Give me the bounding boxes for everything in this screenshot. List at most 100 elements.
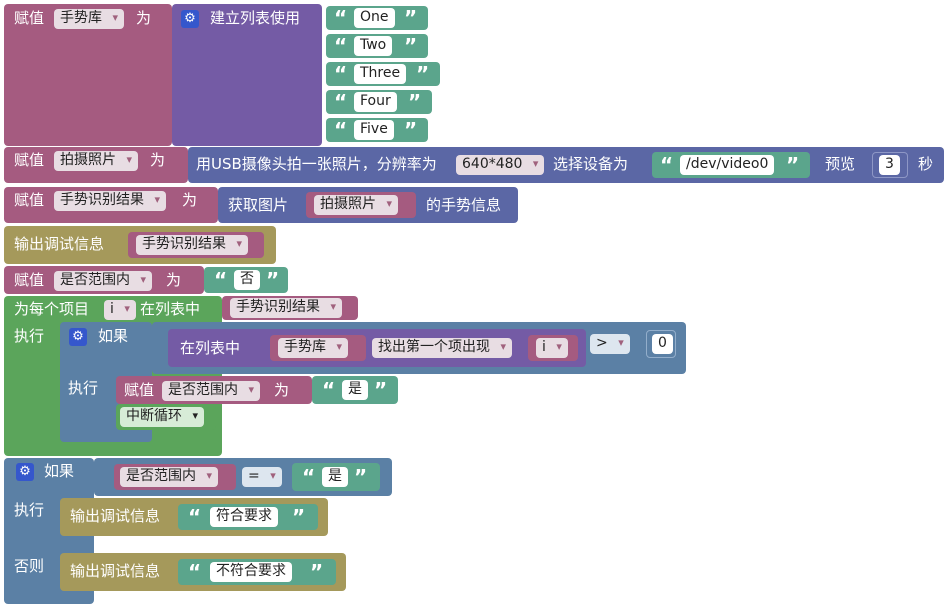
debug-output-label: 输出调试信息 [14, 235, 105, 253]
quote-open-icon: “ [334, 34, 348, 58]
create-list-label: 建立列表使用 [210, 9, 301, 27]
quote-close-icon: ” [374, 378, 388, 402]
break-mode-dropdown[interactable]: 中断循环 [120, 407, 204, 427]
break-loop-block[interactable]: 中断循环 [116, 404, 216, 430]
quote-open-icon: “ [660, 153, 674, 177]
zero-number-block[interactable]: 0 [646, 330, 676, 358]
create-list-block[interactable]: ⚙ 建立列表使用 [172, 4, 322, 146]
quote-close-icon: ” [416, 62, 430, 86]
device-path-text[interactable]: “ /dev/video0 ” [652, 152, 810, 178]
text-field[interactable]: /dev/video0 [680, 155, 775, 175]
photo-var-block[interactable]: 拍摄照片 [306, 192, 416, 218]
do-label: 执行 [68, 379, 99, 397]
operator-dropdown[interactable]: > [590, 334, 630, 354]
var-photo-dropdown[interactable]: 拍摄照片 [54, 151, 138, 171]
resolution-dropdown[interactable]: 640*480 [456, 155, 545, 175]
print-gesture-result-block[interactable]: 输出调试信息 手势识别结果 [4, 226, 276, 264]
quote-open-icon: “ [334, 118, 348, 142]
foreach-list-var-block[interactable]: 手势识别结果 [222, 296, 358, 320]
text-field[interactable]: Two [354, 36, 393, 56]
text-field[interactable]: 符合要求 [210, 507, 278, 527]
number-field[interactable]: 3 [879, 155, 900, 175]
quote-open-icon: “ [334, 90, 348, 114]
to-label: 为 [182, 191, 198, 209]
assign-label: 赋值 [124, 381, 155, 399]
quote-close-icon: ” [354, 465, 368, 489]
compare-gt-block[interactable]: 在列表中 手势库 找出第一个项出现 i > 0 [152, 322, 686, 374]
assign-label: 赋值 [14, 9, 45, 27]
to-label: 为 [166, 271, 182, 289]
var-photo-dropdown[interactable]: 拍摄照片 [314, 195, 398, 215]
to-label: 为 [274, 381, 290, 399]
var-gesture-result-dropdown[interactable]: 手势识别结果 [136, 235, 248, 255]
gesture-result-var-block[interactable]: 手势识别结果 [128, 232, 264, 258]
foreach-label: 为每个项目 [14, 300, 90, 318]
quote-open-icon: “ [214, 268, 228, 292]
preview-seconds-number[interactable]: 3 [872, 152, 908, 178]
quote-close-icon: ” [408, 90, 422, 114]
text-yes-block[interactable]: “ 是 ” [312, 376, 398, 404]
to-label: 为 [150, 151, 166, 169]
assign-label: 赋值 [14, 271, 45, 289]
list-item-five[interactable]: “ Five ” [326, 118, 428, 142]
assign-photo-block[interactable]: 赋值 拍摄照片 为 [4, 147, 188, 183]
number-field[interactable]: 0 [652, 334, 673, 354]
var-gesture-result-dropdown[interactable]: 手势识别结果 [230, 298, 342, 318]
text-field[interactable]: 是 [342, 380, 368, 400]
if-label: 如果 [98, 327, 129, 345]
text-field[interactable]: Five [354, 120, 394, 140]
find-index-block[interactable]: 在列表中 手势库 找出第一个项出现 i [168, 329, 586, 367]
assign-gesture-lib-block[interactable]: 赋值 手势库 为 [4, 4, 172, 146]
get-image-label: 获取图片 [228, 196, 289, 214]
list-item-one[interactable]: “ One ” [326, 6, 428, 30]
find-mode-dropdown[interactable]: 找出第一个项出现 [372, 338, 512, 358]
list-item-four[interactable]: “ Four ” [326, 90, 432, 114]
var-in-range-dropdown[interactable]: 是否范围内 [162, 381, 260, 401]
gear-icon[interactable]: ⚙ [181, 10, 199, 28]
text-field[interactable]: Three [354, 64, 407, 84]
text-yes-block[interactable]: “ 是 ” [292, 463, 380, 491]
text-field[interactable]: One [354, 8, 395, 28]
gesture-lib-var-block[interactable]: 手势库 [270, 335, 366, 361]
to-label: 为 [136, 9, 152, 27]
get-gesture-info-block[interactable]: 获取图片 拍摄照片 的手势信息 [218, 187, 518, 223]
loop-var-dropdown[interactable]: i [104, 300, 136, 320]
text-field[interactable]: 不符合要求 [210, 562, 292, 582]
preview-label: 预览 [825, 155, 856, 173]
quote-open-icon: “ [302, 465, 316, 489]
loop-var-block[interactable]: i [528, 335, 578, 361]
debug-output-label: 输出调试信息 [70, 562, 161, 580]
text-field[interactable]: 否 [234, 270, 260, 290]
var-in-range-dropdown[interactable]: 是否范围内 [120, 467, 218, 487]
compare-eq-block[interactable]: 是否范围内 = “ 是 ” [94, 458, 392, 496]
in-list-label: 在列表中 [180, 339, 241, 357]
var-gesture-result-dropdown[interactable]: 手势识别结果 [54, 191, 166, 211]
do-label: 执行 [14, 501, 45, 519]
quote-close-icon: ” [404, 6, 418, 30]
quote-close-icon: ” [404, 118, 418, 142]
text-nomatch-block[interactable]: “ 不符合要求 ” [178, 559, 336, 585]
list-item-three[interactable]: “ Three ” [326, 62, 440, 86]
text-field[interactable]: Four [354, 92, 397, 112]
text-field[interactable]: 是 [322, 467, 348, 487]
camera-capture-block[interactable]: 用USB摄像头拍一张照片，分辨率为 640*480 选择设备为 “ /dev/v… [188, 147, 944, 183]
print-match-block[interactable]: 输出调试信息 “ 符合要求 ” [60, 498, 328, 536]
var-in-range-dropdown[interactable]: 是否范围内 [54, 271, 152, 291]
var-gesture-lib-dropdown[interactable]: 手势库 [54, 9, 124, 29]
var-gesture-lib-dropdown[interactable]: 手势库 [278, 338, 348, 358]
assign-label: 赋值 [14, 191, 45, 209]
camera-prefix-label: 用USB摄像头拍一张照片，分辨率为 [196, 155, 437, 173]
text-no-block[interactable]: “ 否 ” [204, 267, 288, 293]
gear-icon[interactable]: ⚙ [16, 463, 34, 481]
gear-icon[interactable]: ⚙ [69, 328, 87, 346]
assign-gesture-result-block[interactable]: 赋值 手势识别结果 为 [4, 187, 218, 223]
quote-open-icon: “ [188, 505, 202, 529]
assign-in-range-yes-block[interactable]: 赋值 是否范围内 为 [116, 376, 312, 404]
list-item-two[interactable]: “ Two ” [326, 34, 428, 58]
in-range-var-block[interactable]: 是否范围内 [114, 464, 236, 490]
operator-dropdown[interactable]: = [242, 467, 282, 487]
assign-in-range-no-block[interactable]: 赋值 是否范围内 为 [4, 266, 204, 294]
loop-var-dropdown[interactable]: i [536, 338, 568, 358]
print-nomatch-block[interactable]: 输出调试信息 “ 不符合要求 ” [60, 553, 346, 591]
text-match-block[interactable]: “ 符合要求 ” [178, 504, 318, 530]
